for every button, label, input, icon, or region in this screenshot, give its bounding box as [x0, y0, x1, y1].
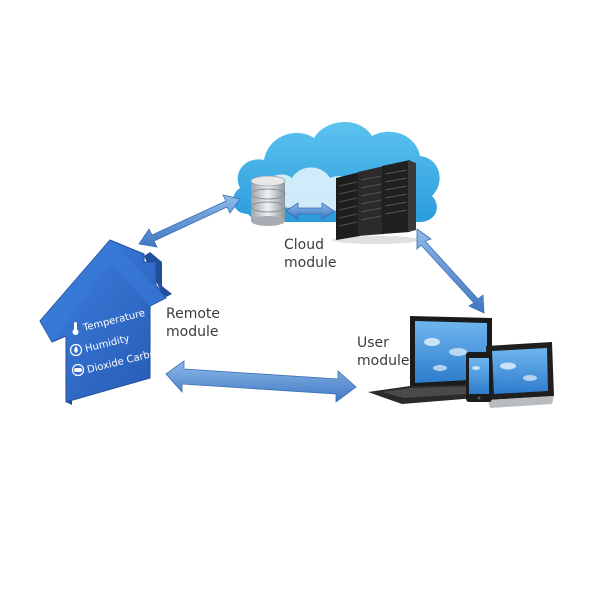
database-icon: [250, 175, 286, 226]
remote-module-label-line2: module: [166, 324, 219, 340]
remote-module-label: Remote module: [166, 305, 220, 341]
cloud-module-label: Cloud module: [284, 236, 336, 272]
server-rack-icon: [332, 160, 420, 244]
arrow-remote-user: [165, 360, 357, 403]
arrow-database-server: [285, 202, 335, 220]
cloud-module-label-line2: module: [284, 255, 337, 271]
co2-icon: [71, 363, 85, 377]
remote-module-house: Temperature Humidity Dioxide Carbon: [39, 239, 172, 405]
droplet-icon: [69, 343, 83, 357]
user-module-label: User module: [357, 334, 409, 370]
user-module-devices: [368, 316, 554, 408]
arrow-house-cloud: [138, 194, 241, 248]
tablet-icon: [486, 342, 554, 408]
thermometer-icon: [72, 322, 79, 335]
user-module-label-line2: module: [357, 353, 410, 369]
user-module-label-line1: User: [357, 335, 389, 351]
cloud-module-label-line1: Cloud: [284, 237, 324, 253]
cloud-module: [233, 121, 440, 244]
arrow-cloud-user: [416, 228, 485, 314]
remote-module-label-line1: Remote: [166, 306, 221, 322]
smartphone-icon: [466, 352, 492, 402]
